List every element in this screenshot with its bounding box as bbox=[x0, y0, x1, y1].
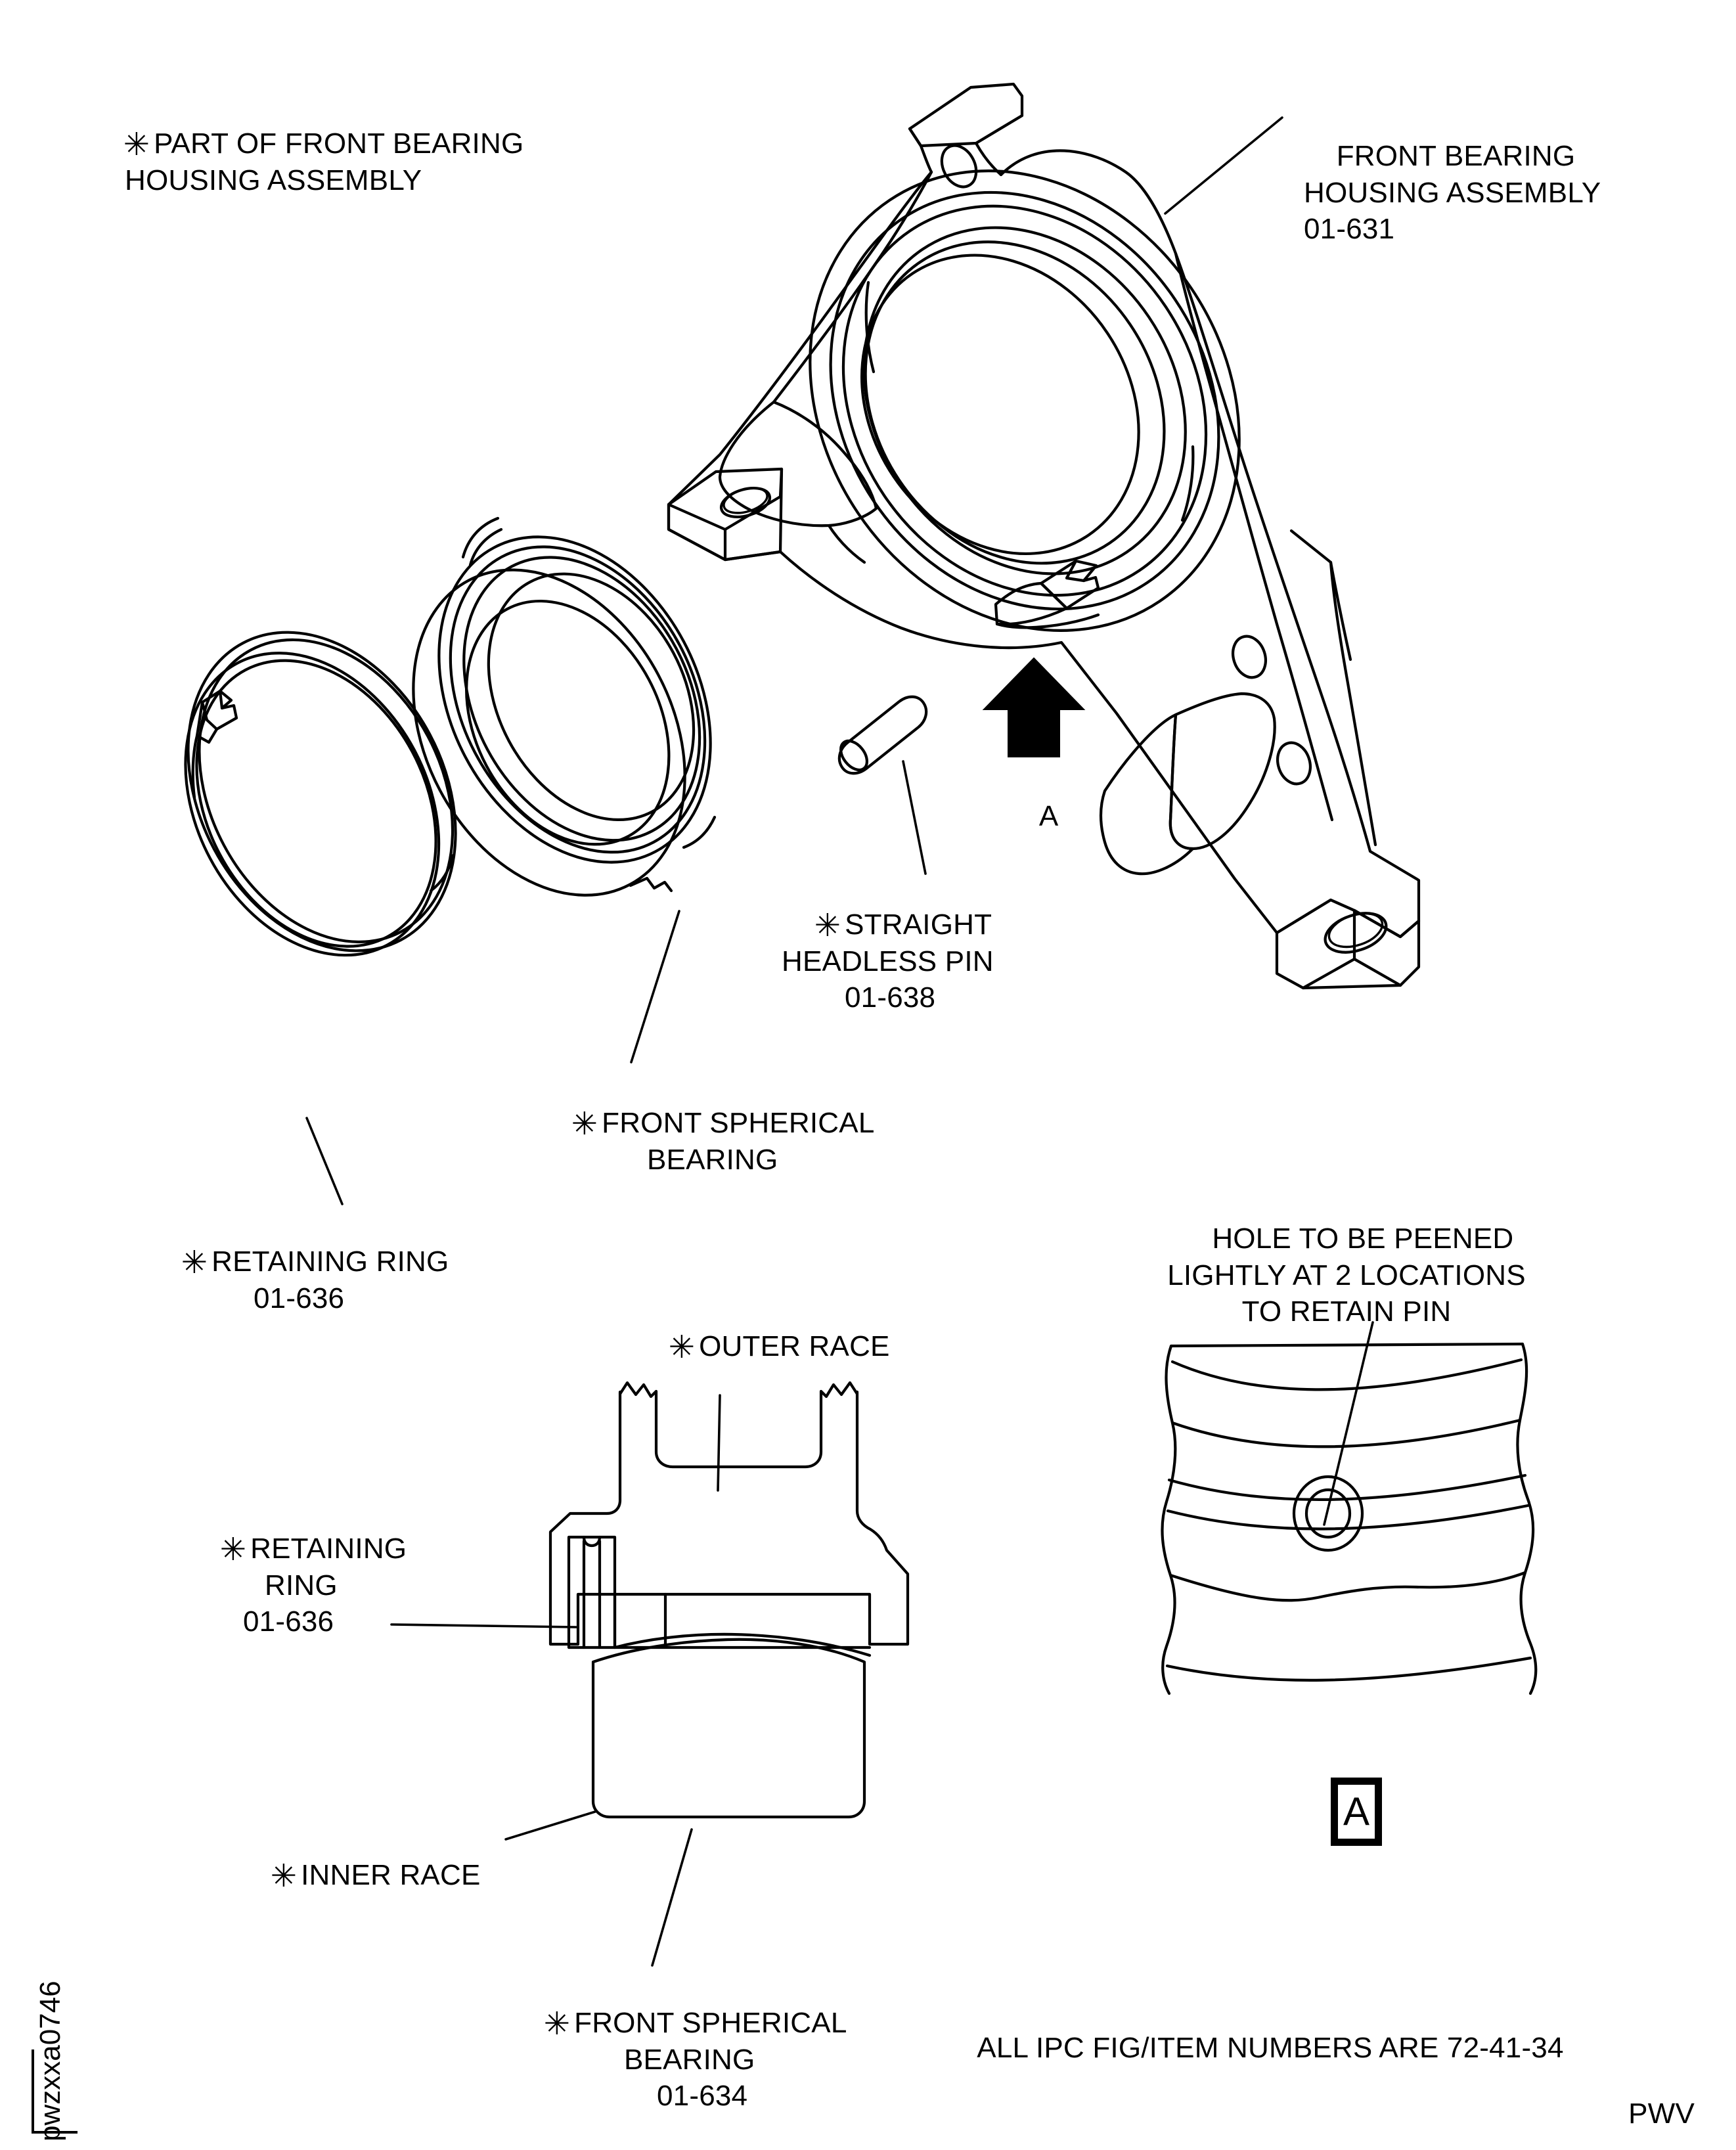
note-line-2: LIGHTLY AT 2 LOCATIONS bbox=[1167, 1259, 1526, 1291]
callout-line-1: FRONT BEARING bbox=[1336, 140, 1576, 173]
callout-line-1: RETAINING bbox=[250, 1533, 407, 1565]
leader-lines bbox=[305, 116, 1374, 1967]
note-peening: HOLE TO BE PEENED LIGHTLY AT 2 LOCATIONS T… bbox=[1117, 1184, 1576, 1366]
ipc-item-number: 01-631 bbox=[1304, 213, 1395, 246]
front-bearing-housing-assembly-drawing bbox=[667, 82, 1421, 990]
callout-line-1: FRONT SPHERICAL bbox=[602, 1107, 875, 1140]
asterisk-marker: ✳ bbox=[814, 908, 841, 944]
ipc-item-number: 01-634 bbox=[657, 2080, 748, 2113]
callout-line-2: RING bbox=[265, 1569, 338, 1601]
callout-line-1: INNER RACE bbox=[301, 1859, 481, 1892]
callout-outer-race: ✳OUTER RACE bbox=[636, 1292, 890, 1401]
view-marker-letter: A bbox=[1343, 1789, 1370, 1833]
callout-line-2: HEADLESS PIN bbox=[782, 945, 994, 977]
callout-line-2: BEARING bbox=[647, 1143, 778, 1176]
asterisk-marker: ✳ bbox=[181, 1245, 208, 1281]
section-arrow-letter: A bbox=[997, 762, 1069, 871]
drawing-code: pwzxxa0746 bbox=[34, 1879, 67, 2141]
note-line-1: PART OF FRONT BEARING bbox=[154, 127, 524, 160]
retaining-ring-isometric bbox=[184, 631, 457, 957]
callout-inner-race: ✳INNER RACE bbox=[238, 1821, 481, 1930]
ipc-item-number: 01-638 bbox=[845, 981, 936, 1014]
revision-mark: PWV bbox=[1432, 2059, 1695, 2150]
callout-line-1: STRAIGHT bbox=[845, 908, 992, 941]
note-line-2: HOUSING ASSEMBLY bbox=[125, 164, 422, 196]
ipc-item-number: 01-636 bbox=[243, 1605, 334, 1638]
callout-straight-headless-pin: ✳STRAIGHT HEADLESS PIN 01-638 bbox=[782, 870, 994, 1089]
drawing-code-text: pwzxxa0746 bbox=[34, 1981, 66, 2141]
callout-retaining-ring-section: ✳RETAINING RING 01-636 bbox=[187, 1494, 407, 1713]
asterisk-marker: ✳ bbox=[270, 1859, 298, 1894]
note-line-1: HOLE TO BE PEENED bbox=[1212, 1222, 1514, 1255]
section-letter: A bbox=[1038, 800, 1059, 833]
bearing-cross-section-drawing bbox=[548, 1381, 910, 1819]
note-part-of-assembly: ✳PART OF FRONT BEARING HOUSING ASSEMBLY bbox=[91, 89, 523, 235]
asterisk-marker: ✳ bbox=[123, 127, 150, 163]
front-spherical-bearing-isometric bbox=[412, 516, 717, 897]
view-marker-a-box: A bbox=[1331, 1778, 1382, 1846]
peened-hole-detail-drawing bbox=[1161, 1342, 1538, 1695]
straight-headless-pin-drawing bbox=[837, 695, 928, 775]
footer-ipc-note: ALL IPC FIG/ITEM NUMBERS ARE 72-41-34 bbox=[946, 1994, 1564, 2103]
callout-line-2: BEARING bbox=[624, 2043, 755, 2076]
callout-line-1: FRONT SPHERICAL bbox=[574, 2007, 847, 2040]
callout-line-1: OUTER RACE bbox=[699, 1330, 890, 1363]
section-arrow-a bbox=[982, 657, 1086, 757]
asterisk-marker: ✳ bbox=[668, 1330, 696, 1366]
ipc-item-number: 01-636 bbox=[254, 1282, 345, 1314]
callout-line-1: RETAINING RING bbox=[211, 1245, 449, 1278]
revision-mark-text: PWV bbox=[1628, 2097, 1695, 2130]
callout-line-2: HOUSING ASSEMBLY bbox=[1304, 176, 1601, 209]
callout-retaining-ring-iso: ✳RETAINING RING 01-636 bbox=[148, 1207, 449, 1389]
drawing-code-bracket bbox=[32, 2049, 78, 2134]
note-line-3: TO RETAIN PIN bbox=[1241, 1295, 1452, 1328]
footer-note-text: ALL IPC FIG/ITEM NUMBERS ARE 72-41-34 bbox=[977, 2032, 1564, 2065]
asterisk-marker: ✳ bbox=[543, 2007, 571, 2042]
asterisk-marker: ✳ bbox=[219, 1533, 247, 1568]
asterisk-marker: ✳ bbox=[571, 1107, 598, 1142]
